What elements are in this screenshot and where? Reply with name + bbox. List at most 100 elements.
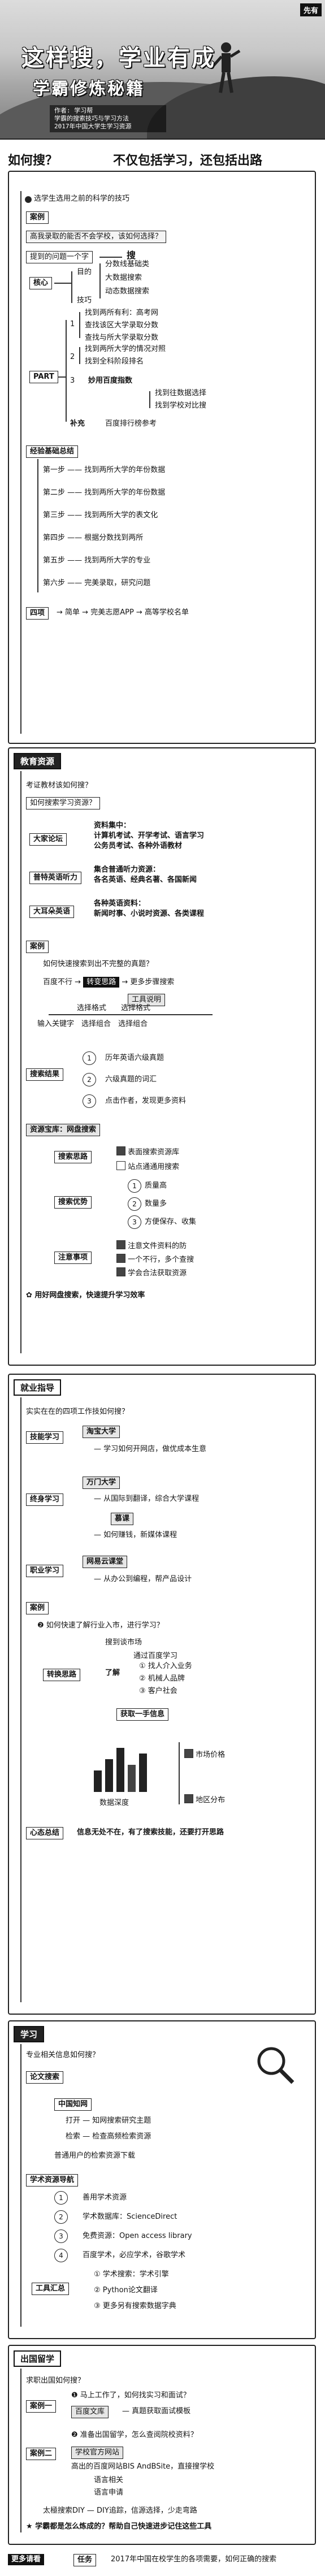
s5-footer-note: ★ 学霸都是怎么炼成的？帮助自己快速进步记住这些工具 <box>26 2522 212 2531</box>
s1-core-skill: 技巧 <box>77 296 92 305</box>
s5-c1-source: 百度文库 <box>71 2406 109 2418</box>
s4-acad-item: 善用学术资源 <box>83 2193 127 2202</box>
s2-num-1: 1 <box>83 1051 96 1065</box>
s1-topic-box: 提到的问题一个字 <box>26 251 93 263</box>
s1-topic-key: 搜 <box>127 250 136 261</box>
s2-resource: 资源宝库：网盘搜索 <box>26 1124 101 1136</box>
intro-answer: 不仅包括学习，还包括出路 <box>113 154 263 168</box>
s4-num: 4 <box>54 2249 68 2262</box>
section-academic: 学习 专业相关信息如何搜？ 论文搜索 中国知网 打开 — 知网搜索研究主题 检索… <box>8 2020 316 2339</box>
s4-acad-item: 百度学术，必应学术，谷歌学术 <box>83 2251 186 2259</box>
magnifier-icon <box>257 2047 294 2084</box>
s3-und-item: ③ 客户社会 <box>139 1687 177 1695</box>
s1-p1-item: 查找与所大学录取分数 <box>85 334 159 342</box>
section-career: 就业指导 实实在在的四项工作技如何搜？ 技能学习 淘宝大学 — 学习如何开网店，… <box>8 1374 316 2015</box>
s3-lifelong-site: 慕课 <box>111 1513 134 1525</box>
s5-c2-question: ❷ 准备出国留学，怎么查阅院校资料？ <box>71 2431 198 2439</box>
s1-core-purpose: 目的 <box>77 268 92 276</box>
s2-adv-num: 1 <box>128 1179 141 1193</box>
s1-p3: 妙用百度指数 <box>88 376 133 385</box>
s3-data-deep: 数据深度 <box>99 1799 129 1807</box>
s2-case: 案例 <box>26 941 49 953</box>
s2-row-dajia: 大家论坛 <box>29 833 67 846</box>
s5-extra: 太極搜索DIY — DIY追踪，信源选择，少走弯路 <box>43 2506 197 2515</box>
footer-mid: 任务 <box>73 2554 97 2566</box>
s3-case: 案例 <box>26 1602 49 1614</box>
corner-badge: 先有 <box>300 3 322 16</box>
s1-p2-item: 找到两所大学的情况对照 <box>85 345 166 353</box>
s1-step: 第三步 —— 找到两所大学的表文化 <box>43 511 158 519</box>
s1-step: 第六步 —— 完美录取，研究问题 <box>43 579 151 587</box>
s2-search-adv: 搜索优势 <box>54 1196 92 1209</box>
s2-case-question: 如何快速搜索到出不完整的真题？ <box>43 960 154 968</box>
s1-tool-chain: → 简单 → 完美志愿APP → 高等学校名单 <box>57 608 189 617</box>
s3-career-site: 网易云课堂 <box>83 1556 128 1568</box>
s1-step: 第四步 —— 根据分数找到两所 <box>43 534 144 542</box>
s1-p2-item: 找到全科阶段排名 <box>85 357 144 366</box>
s4-tool-item: ③ 更多另有搜索数据字典 <box>94 2302 176 2310</box>
s5-case1: 案例一 <box>26 2400 57 2413</box>
s2-adv-item: 质量高 <box>145 1181 167 1190</box>
s2-search-result: 搜索结果 <box>26 1068 64 1081</box>
s1-step: 第一步 —— 找到两所大学的年份数据 <box>43 466 166 474</box>
s1-purpose-item: 分数线基础类 <box>105 260 150 269</box>
section-learning-resources: 教育资源 考证教材该如何搜？ 如何搜索学习资源？ 大家论坛 资料集中： 计算机考… <box>8 747 316 1366</box>
s2-search-mode: 搜索思路 <box>54 1151 92 1163</box>
s5-tag: 出国留学 <box>14 2350 62 2367</box>
section-job-abroad: 出国留学 求职出国如何搜？ 案例一 ❶ 马上工作了，如何找实习和面试？ 百度文库… <box>8 2345 316 2545</box>
s1-part-node: 3 <box>70 376 75 385</box>
s2-row-putian: 普特英语听力 <box>29 872 82 884</box>
s5-case2: 案例二 <box>26 2448 57 2460</box>
s2-tail: ✿ 用好网盘搜索，快速提升学习效率 <box>26 1291 145 1300</box>
s3-case-question: ❷ 如何快速了解行业入市，进行学习？ <box>37 1621 164 1630</box>
s5-c2-sub: 语言申请 <box>94 2488 124 2497</box>
s3-understand: 了解 <box>105 1669 120 1677</box>
s3-getone: 获取一手信息 <box>116 1708 169 1721</box>
s3-tag: 就业指导 <box>14 1379 62 1396</box>
s1-supplement: 补充 <box>70 419 85 428</box>
credit-line: 作者: 学习帮 <box>54 107 93 114</box>
s2-adv-num: 2 <box>128 1197 141 1211</box>
s2-sr-item: 六级真题的词汇 <box>105 1075 157 1084</box>
s2-sm-item: 表面搜索资源库 <box>116 1145 179 1157</box>
s3-market-item: 市场价格 <box>184 1748 225 1760</box>
s2-note-item: 注意文件资料的防 <box>116 1239 187 1251</box>
banner-subtitle: 学霸修炼秘籍 <box>33 79 145 99</box>
s5-c1-text: — 真题获取面试模板 <box>122 2407 191 2415</box>
intro-row: 如何搜？ 不仅包括学习，还包括出路 <box>0 148 325 168</box>
s3-skill-site: 淘宝大学 <box>83 1426 120 1438</box>
footer-left: 更多请看 <box>8 2554 45 2565</box>
s1-p3-sub: 找到学校对比搜 <box>155 401 207 410</box>
bar-chart-icon <box>94 1748 147 1792</box>
banner-credit: 作者: 学习帮 学霸的搜索技巧与学习方法 2017年中国大学生学习资源 <box>50 105 166 132</box>
s3-market-item: 地区分布 <box>184 1793 225 1805</box>
s1-part: PART <box>29 371 58 383</box>
s4-paper: 论文搜索 <box>26 2071 64 2084</box>
s4-zhiwang: 中国知网 <box>54 2098 92 2111</box>
intro-question: 如何搜？ <box>8 154 58 168</box>
s3-skill: 技能学习 <box>26 1431 64 1444</box>
s3-career-desc: — 从办公到编程，帮产品设计 <box>94 1575 192 1583</box>
s1-part-node: 1 <box>70 320 75 328</box>
s3-rethink: 心态总结 <box>26 1827 64 1839</box>
s2-note-item: 学会合法获取资源 <box>116 1266 187 1278</box>
s2-adv-item: 方便保存、收集 <box>145 1218 197 1226</box>
s1-step: 第二步 —— 找到两所大学的年份数据 <box>43 488 166 497</box>
s1-supplement-text: 百度排行榜参考 <box>105 419 157 428</box>
s3-career: 职业学习 <box>26 1565 64 1577</box>
s3-think-item: 搜到谈市场 <box>105 1638 142 1647</box>
s4-acad-item: 学术数据库：ScienceDirect <box>83 2213 177 2221</box>
s1-part-node: 2 <box>70 353 75 361</box>
s2-question-2: 如何搜索学习资源？ <box>26 797 101 809</box>
s1-step: 第五步 —— 找到两所大学的专业 <box>43 556 151 565</box>
bullet-icon <box>25 196 32 203</box>
s2-num-3: 3 <box>83 1094 96 1108</box>
s3-think: 转换思路 <box>43 1669 81 1681</box>
s4-acad-item: 免费资源：Open access library <box>83 2232 192 2240</box>
footer-bar: 更多请看 任务 2017年中国在校学生的各项需要，如何正确的搜索 <box>0 2548 325 2571</box>
s4-num: 2 <box>54 2210 68 2224</box>
s1-purpose-item: 动态数据搜索 <box>105 287 150 296</box>
s3-rethink-text: 信息无处不在，有了搜索技能，还要打开思路 <box>77 1828 224 1837</box>
s3-lifelong: 终身学习 <box>26 1493 64 1506</box>
s2-question: 考证教材该如何搜？ <box>26 781 93 790</box>
